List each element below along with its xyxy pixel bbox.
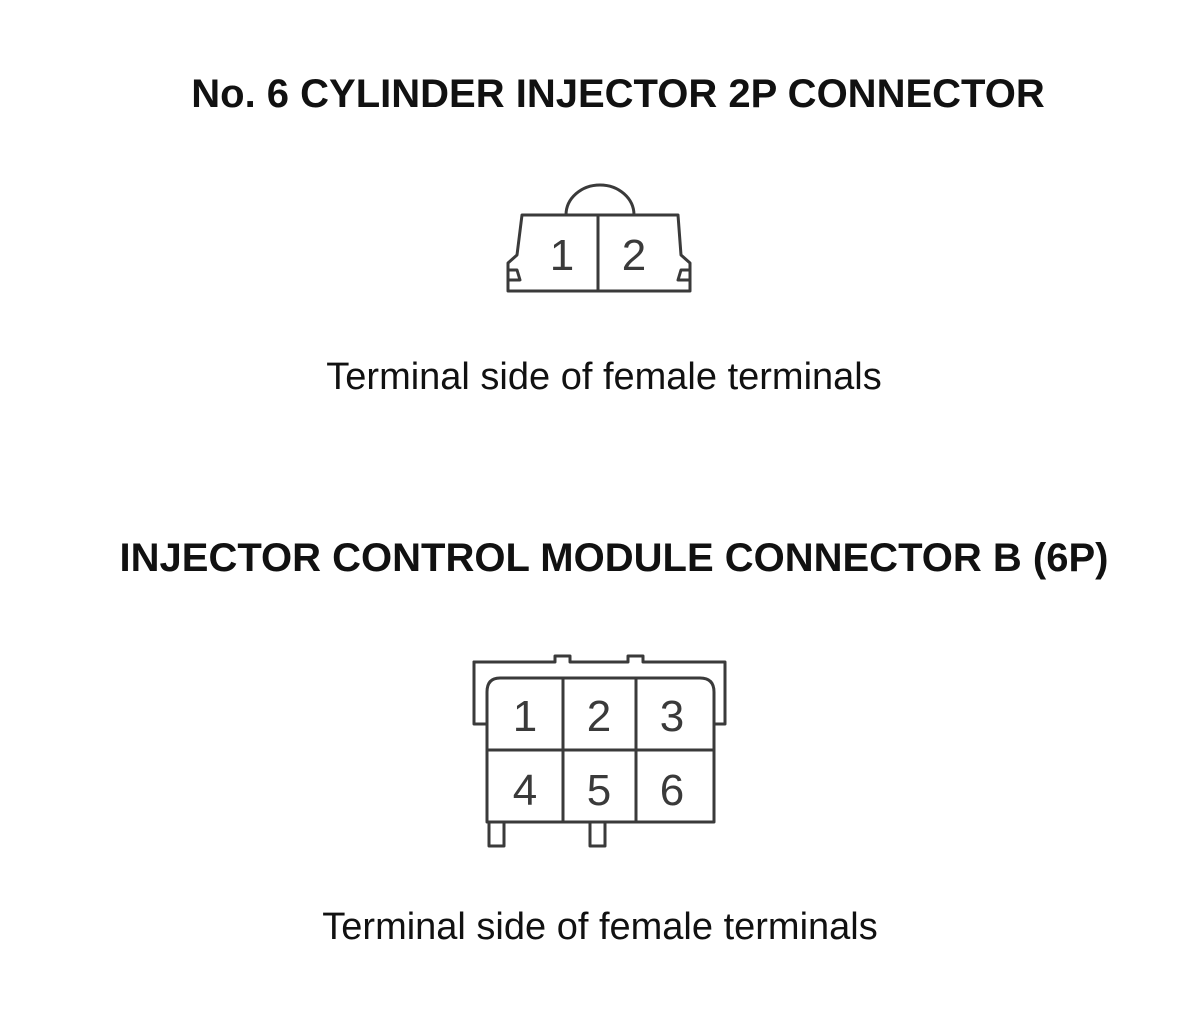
connector-6p-foot-left bbox=[487, 820, 506, 848]
connector-6p-pin-2: 2 bbox=[587, 692, 611, 741]
connector-6p-caption: Terminal side of female terminals bbox=[322, 906, 878, 948]
connector-6p-pin-6: 6 bbox=[660, 766, 684, 815]
connector-2p-caption: Terminal side of female terminals bbox=[326, 356, 882, 398]
connector-2p-pin-2: 2 bbox=[622, 231, 646, 280]
connector-6p-pin-3: 3 bbox=[660, 692, 684, 741]
connector-2p-title: No. 6 CYLINDER INJECTOR 2P CONNECTOR bbox=[191, 72, 1045, 116]
connector-2p-pin-1: 1 bbox=[550, 231, 574, 280]
connector-6p-pin-1: 1 bbox=[513, 692, 537, 741]
connector-2p-latch bbox=[564, 183, 636, 217]
connector-2p-body bbox=[506, 213, 692, 293]
connector-2p-left-lock bbox=[506, 268, 522, 282]
connector-6p-foot-center bbox=[588, 820, 607, 848]
connector-6p-body bbox=[485, 676, 716, 824]
connector-6p-pin-4: 4 bbox=[513, 766, 537, 815]
connector-6p-title: INJECTOR CONTROL MODULE CONNECTOR B (6P) bbox=[119, 536, 1109, 580]
connector-2p-right-lock bbox=[676, 268, 692, 282]
connector-6p-shell bbox=[472, 654, 727, 726]
connector-6p-pin-5: 5 bbox=[587, 766, 611, 815]
connector-6p-shell-left bbox=[472, 660, 489, 726]
